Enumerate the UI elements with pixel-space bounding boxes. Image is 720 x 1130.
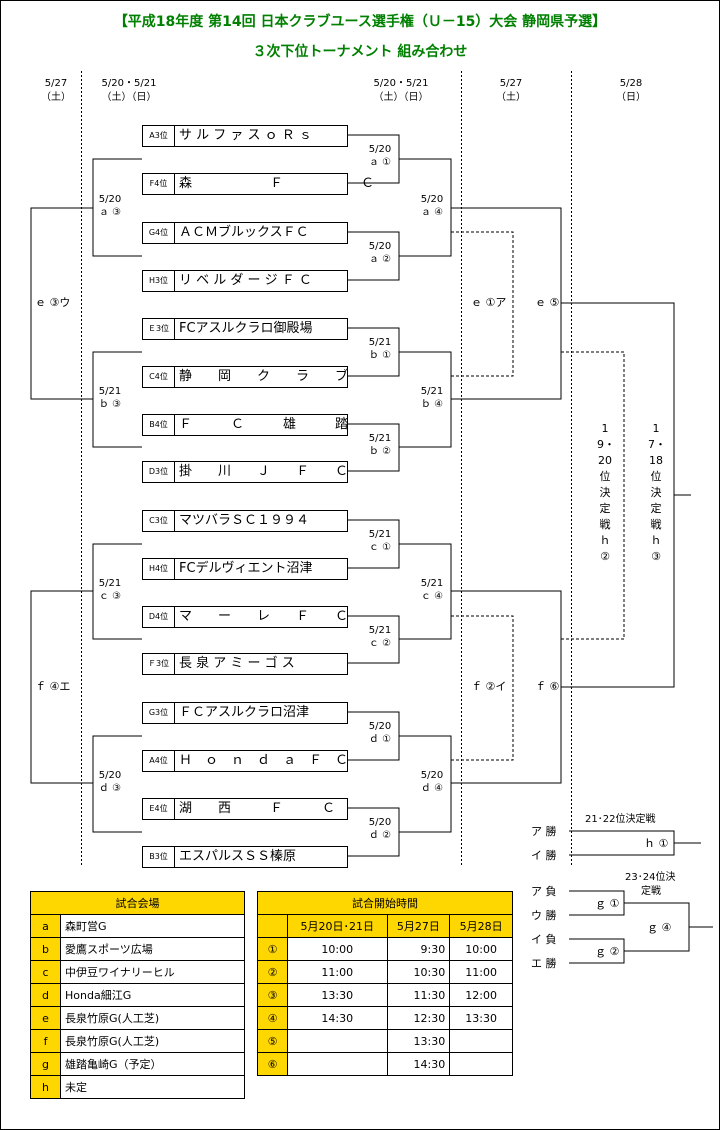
playoff-entry: イ 負 [531, 933, 557, 946]
playoff-entry: ア 勝 [531, 825, 557, 838]
match-label: ｅ ①ア [471, 296, 507, 309]
times-header: 試合開始時間 [257, 891, 513, 915]
match-label: ｇ ④ [647, 921, 672, 934]
page-title: 【平成18年度 第14回 日本クラブユース選手権（Ｕ－15）大会 静岡県予選】 [113, 14, 607, 30]
playoff-21-22-title: 21･22位決定戦 [585, 814, 656, 825]
team-slot: D3位掛 川 Ｊ Ｆ Ｃ [142, 461, 348, 483]
match-label: ｅ ⑤ [535, 296, 560, 309]
header-col-1: 5/27（土） [41, 78, 71, 103]
playoff-entry: イ 勝 [531, 849, 557, 862]
team-slot: Ｆ3位長 泉 ア ミ ー ゴ ス [142, 653, 348, 675]
team-slot: C4位静 岡 ク ラ ブ [142, 366, 348, 388]
team-slot: A3位サ ル フ ァ ス ｏ Ｒ ｓ [142, 125, 348, 147]
header-col-2: 5/20・5/21（土）（日） [101, 78, 157, 103]
final-17-18-label: 17・18位決定戦ｈ③ [648, 422, 666, 563]
match-label: ｅ ③ウ [35, 296, 71, 309]
page-subtitle: ３次下位トーナメント 組み合わせ [252, 44, 468, 60]
header-col-3: 5/20・5/21（土）（日） [373, 78, 429, 103]
match-label: ｆ ⑥ [535, 680, 560, 693]
match-label: ｈ ① [644, 837, 669, 850]
team-slot: F4位森 Ｆ Ｃ [142, 173, 374, 195]
match-label: ｇ ② [595, 945, 620, 958]
playoff-entry: ア 負 [531, 885, 557, 898]
match-label: ｆ ④エ [35, 680, 71, 693]
header-col-4: 5/27（土） [496, 78, 526, 103]
playoff-entry: エ 勝 [531, 957, 557, 970]
team-slot: E4位湖 西 Ｆ Ｃ [142, 798, 348, 820]
team-slot: D4位マ ー レ Ｆ Ｃ [142, 606, 348, 628]
header-col-5: 5/28（日） [616, 78, 646, 103]
team-slot: B3位エスパルスＳＳ榛原 [142, 846, 348, 868]
venues-header: 試合会場 [30, 891, 245, 915]
match-label: ｆ ②イ [471, 680, 507, 693]
team-slot: H3位リ ベ ル ダ ー ジ Ｆ Ｃ [142, 270, 348, 292]
team-slot: C3位マツバラＳＣ１９９４ [142, 510, 348, 532]
playoff-23-24-title-a: 23･24位決 [625, 872, 676, 883]
match-label: ｇ ① [595, 897, 620, 910]
playoff-entry: ウ 勝 [531, 909, 557, 922]
final-19-20-label: 19・20位決定戦ｈ② [597, 422, 615, 563]
playoff-23-24-title-b: 定戦 [641, 886, 661, 897]
